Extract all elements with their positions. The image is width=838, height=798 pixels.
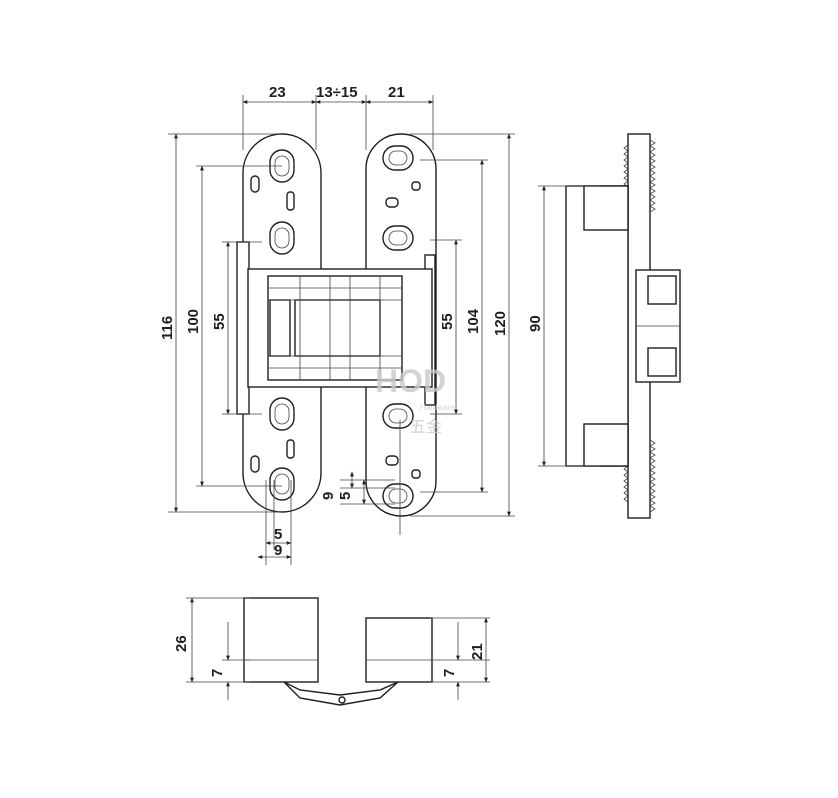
bottom-view: 26 7 21 7 (173, 597, 490, 706)
dim-bottom-21: 21 (469, 643, 486, 660)
dim-bottom-9: 9 (274, 542, 282, 559)
extension-lines (168, 95, 515, 565)
dim-bottom-7-right: 7 (441, 669, 458, 677)
dim-height-116: 116 (159, 316, 176, 340)
dimension-lines (174, 100, 511, 559)
watermark-logo: HOD (375, 363, 446, 399)
dim-height-55-right: 55 (439, 313, 456, 330)
dim-height-55-left: 55 (211, 313, 228, 330)
dim-height-100: 100 (185, 309, 202, 334)
dim-top-right-21: 21 (388, 84, 405, 101)
dim-bottom-7-left: 7 (209, 669, 226, 677)
dim-side-90: 90 (527, 315, 544, 332)
dim-small-5: 5 (337, 492, 354, 500)
watermark: HOD Hardware 五金 (375, 363, 455, 436)
dim-top-gap: 13÷15 (316, 84, 358, 101)
watermark-line2: Hardware (420, 403, 455, 412)
hinge-mechanism (247, 268, 433, 388)
dim-height-104: 104 (465, 308, 482, 334)
front-view: HOD Hardware 五金 (159, 84, 515, 565)
dim-bottom-26: 26 (173, 635, 190, 652)
dim-height-120: 120 (492, 311, 509, 336)
dim-top-left-23: 23 (269, 84, 286, 101)
side-view: 90 (527, 133, 681, 519)
dim-bottom-5: 5 (274, 526, 282, 543)
watermark-line3: 五金 (410, 418, 442, 436)
dim-small-9: 9 (320, 492, 337, 500)
